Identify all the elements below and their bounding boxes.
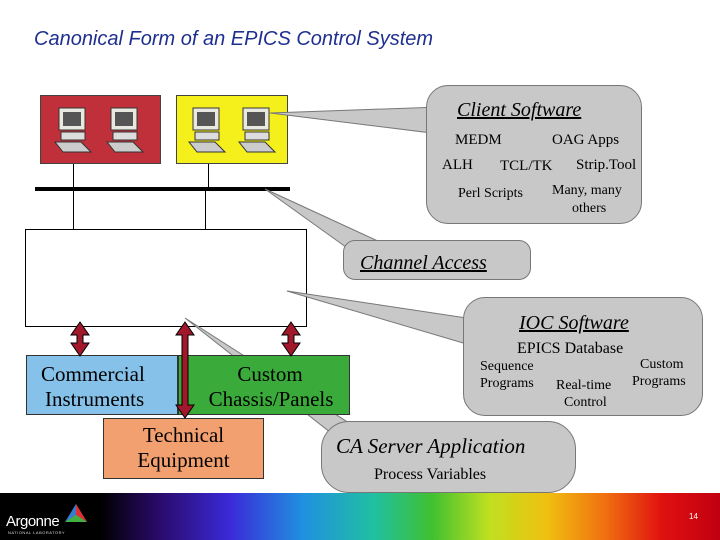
channel-access-heading: Channel Access	[360, 252, 487, 274]
alh-label: ALH	[442, 157, 473, 173]
network-drop	[73, 164, 74, 188]
commercial-instruments-box: Commercial Instruments	[26, 355, 178, 415]
oag-apps-label: OAG Apps	[552, 132, 620, 148]
yellow-workstation-group	[176, 95, 288, 164]
ioc-box	[25, 229, 307, 327]
client-software-callout: Client Software MEDM OAG Apps ALH TCL/TK…	[426, 85, 642, 224]
custom-chassis-line2: Chassis/Panels	[208, 387, 334, 412]
slide-title: Canonical Form of an EPICS Control Syste…	[34, 28, 434, 50]
argonne-logo-icon	[65, 504, 87, 522]
channel-access-callout: Channel Access	[343, 240, 531, 280]
commercial-line2: Instruments	[45, 387, 145, 412]
network-drop	[208, 164, 209, 188]
many-others-line1: Many, many	[552, 183, 622, 198]
sequence-programs-line2: Programs	[480, 376, 534, 391]
process-variables-label: Process Variables	[374, 466, 487, 483]
network-drop	[73, 190, 74, 230]
technical-line1: Technical	[142, 423, 225, 447]
ioc-callout-pointer	[286, 290, 481, 346]
workstation-icon	[187, 107, 227, 153]
ioc-software-heading: IOC Software	[519, 312, 629, 334]
network-bus	[35, 187, 290, 191]
ca-server-callout: CA Server Application Process Variables	[321, 421, 576, 493]
tcl-tk-label: TCL/TK	[500, 158, 553, 174]
ca-server-heading: CA Server Application	[336, 434, 526, 458]
custom-chassis-box: Custom Chassis/Panels	[178, 355, 350, 415]
technical-equipment-box: Technical Equipment	[103, 418, 264, 479]
custom-programs-line1: Custom	[640, 357, 684, 372]
epics-database-label: EPICS Database	[517, 340, 624, 357]
commercial-line1: Commercial	[41, 362, 145, 386]
many-others-line2: others	[572, 201, 607, 216]
custom-programs-line2: Programs	[632, 374, 686, 389]
technical-line2: Equipment	[137, 448, 230, 473]
custom-chassis-line1: Custom	[237, 362, 303, 386]
striptool-label: Strip.Tool	[576, 157, 637, 173]
workstation-icon	[237, 107, 277, 153]
logo-subtitle: NATIONAL LABORATORY	[8, 530, 66, 535]
bottom-gradient-bar	[0, 493, 720, 540]
logo-name: Argonne	[6, 513, 60, 530]
medm-label: MEDM	[455, 132, 502, 148]
realtime-control-line2: Control	[564, 395, 607, 410]
perl-scripts-label: Perl Scripts	[458, 186, 523, 201]
network-drop	[205, 190, 206, 230]
realtime-control-line1: Real-time	[556, 378, 612, 393]
workstation-icon	[105, 107, 145, 153]
bidirectional-arrow-icon	[281, 321, 301, 357]
page-number: 14	[689, 512, 698, 521]
client-callout-pointer	[269, 106, 441, 135]
workstation-icon	[53, 107, 93, 153]
sequence-programs-line1: Sequence	[480, 359, 534, 374]
bidirectional-arrow-icon	[70, 321, 90, 357]
ioc-software-callout: IOC Software EPICS Database Sequence Pro…	[463, 297, 703, 416]
red-workstation-group	[40, 95, 161, 164]
client-software-heading: Client Software	[457, 99, 582, 121]
